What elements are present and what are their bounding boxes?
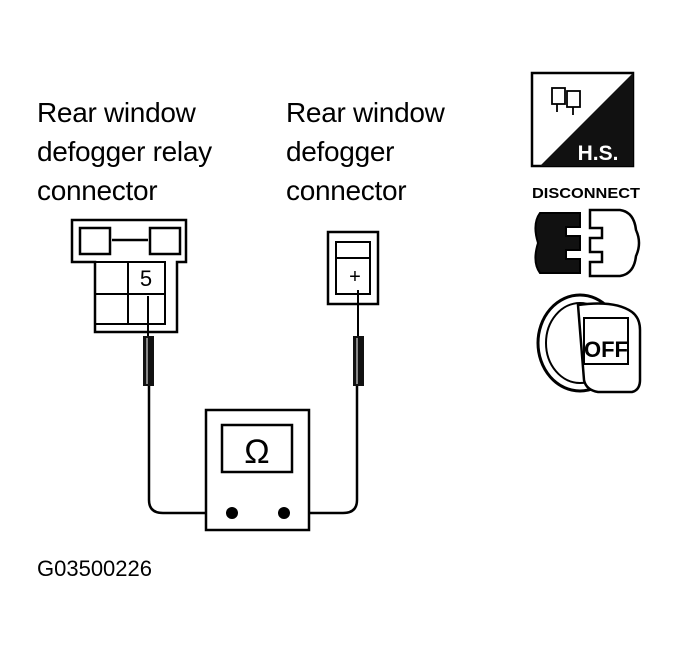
hs-icon-label: H.S. bbox=[578, 142, 619, 165]
defogger-label-line-2: defogger bbox=[286, 136, 395, 167]
test-leads bbox=[147, 386, 359, 515]
meter-terminal-left bbox=[226, 507, 238, 519]
defogger-label-line-3: connector bbox=[286, 175, 407, 206]
defogger-terminal-plus: + bbox=[349, 266, 361, 288]
key-off-icon bbox=[536, 293, 642, 394]
relay-terminal-5: 5 bbox=[140, 266, 152, 291]
diagram-id: G03500226 bbox=[37, 556, 152, 581]
probe-right bbox=[353, 290, 364, 386]
key-off-label: OFF bbox=[584, 337, 628, 362]
defogger-connector-label: Rear window defogger connector bbox=[286, 93, 445, 210]
relay-label-line-1: Rear window bbox=[37, 97, 196, 128]
relay-label-line-3: connector bbox=[37, 175, 158, 206]
disconnect-icon-label: DISCONNECT bbox=[532, 185, 640, 202]
ohm-symbol: Ω bbox=[244, 433, 269, 471]
hs-icon bbox=[530, 71, 635, 168]
defogger-connector bbox=[326, 230, 380, 306]
meter-terminal-right bbox=[278, 507, 290, 519]
relay-connector bbox=[70, 218, 188, 334]
disconnect-icon bbox=[534, 208, 641, 278]
probe-left bbox=[143, 296, 154, 386]
ohmmeter bbox=[204, 408, 311, 532]
relay-connector-label: Rear window defogger relay connector bbox=[37, 93, 212, 210]
defogger-label-line-1: Rear window bbox=[286, 97, 445, 128]
relay-label-line-2: defogger relay bbox=[37, 136, 212, 167]
